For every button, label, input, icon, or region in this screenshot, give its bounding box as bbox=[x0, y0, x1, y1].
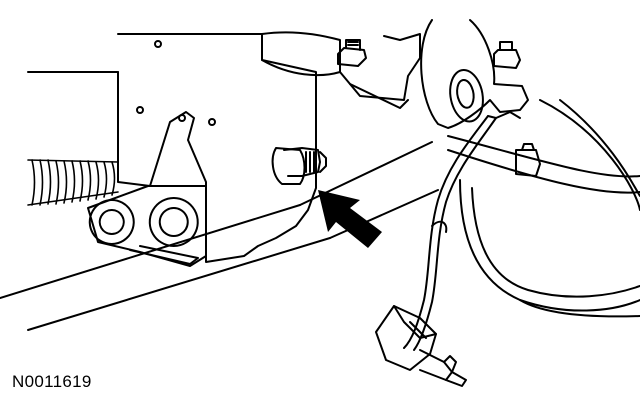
upper-housing bbox=[261, 31, 421, 109]
sensor-connector bbox=[375, 305, 467, 387]
knuckle-bore bbox=[449, 69, 484, 123]
knuckle bbox=[420, 19, 529, 129]
wire-clip bbox=[431, 220, 448, 233]
top-stud-nut bbox=[337, 39, 367, 67]
coil-spring bbox=[27, 159, 119, 206]
sensor-harness bbox=[403, 111, 521, 351]
mounting-plate bbox=[117, 33, 317, 263]
eyelet-left bbox=[88, 199, 135, 245]
backing-plate-bolt bbox=[515, 149, 541, 177]
backing-plate bbox=[447, 99, 640, 318]
eyelet-right bbox=[148, 197, 199, 247]
mounting-bolt bbox=[271, 147, 327, 185]
callout-arrow-icon bbox=[318, 190, 382, 248]
figure-id: N0011619 bbox=[12, 372, 92, 391]
frame-rails bbox=[0, 71, 439, 331]
link-arm bbox=[87, 185, 207, 267]
